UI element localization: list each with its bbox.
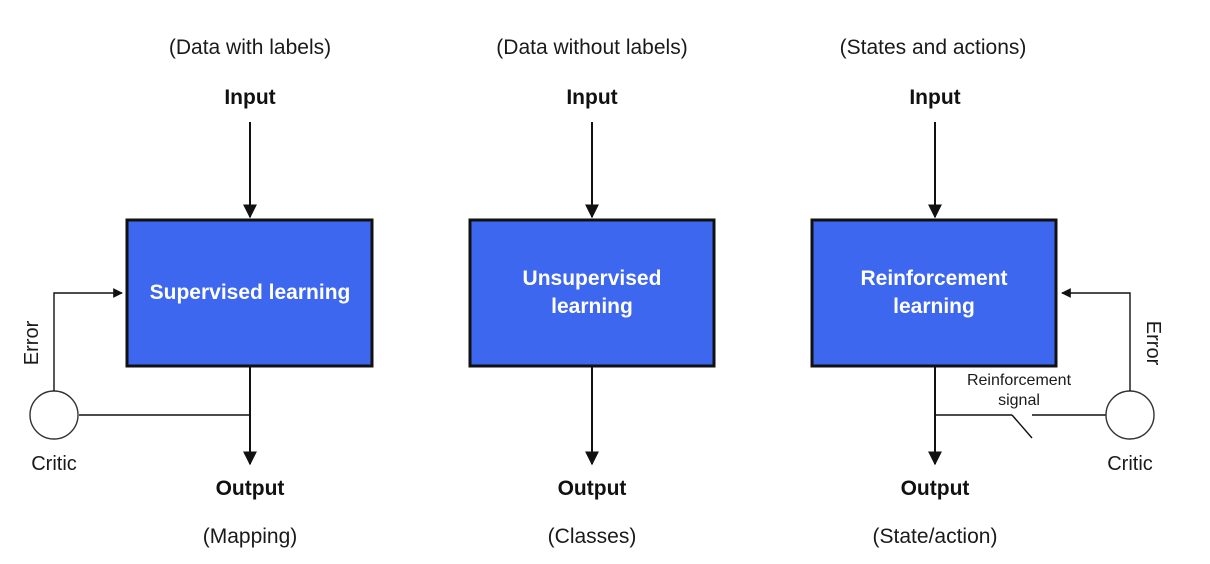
reinforcement-output-caption: (State/action)	[873, 525, 998, 548]
unsupervised-box-label-line2: learning	[551, 295, 633, 318]
reinforcement-input-label: Input	[909, 86, 960, 109]
supervised-input-label: Input	[224, 86, 275, 109]
unsupervised-input-label: Input	[566, 86, 617, 109]
supervised-critic-label: Critic	[31, 453, 77, 475]
unsupervised-learning-box	[468, 218, 716, 368]
reinforcement-learning-box	[810, 218, 1058, 368]
panel-supervised: (Data with labels) Input Supervised lear…	[21, 36, 374, 548]
reinforcement-signal-label-line2: signal	[998, 392, 1040, 409]
reinforcement-error-label: Error	[1142, 321, 1164, 366]
reinforcement-box-label-line2: learning	[893, 295, 975, 318]
reinforcement-critic-node	[1105, 390, 1155, 440]
supervised-error-feedback-line	[53, 288, 123, 391]
unsupervised-output-label: Output	[558, 477, 627, 500]
unsupervised-box-label-line1: Unsupervised	[523, 267, 662, 290]
unsupervised-output-caption: (Classes)	[548, 525, 637, 548]
reinforcement-output-label: Output	[901, 477, 970, 500]
panel-reinforcement: (States and actions) Input Reinforcement…	[810, 36, 1164, 548]
supervised-error-label: Error	[21, 320, 43, 365]
reinforcement-signal-label-line1: Reinforcement	[967, 372, 1072, 389]
reinforcement-error-feedback-line	[1061, 288, 1131, 391]
supervised-output-label: Output	[216, 477, 285, 500]
reinforcement-box-label-line1: Reinforcement	[860, 267, 1007, 290]
reinforcement-critic-label: Critic	[1107, 453, 1153, 475]
reinforcement-signal-switch	[1011, 414, 1033, 439]
panel-unsupervised: (Data without labels) Input Unsupervised…	[468, 36, 716, 548]
supervised-output-caption: (Mapping)	[203, 525, 298, 548]
supervised-caption: (Data with labels)	[169, 36, 331, 59]
unsupervised-caption: (Data without labels)	[496, 36, 687, 59]
supervised-box-label: Supervised learning	[150, 281, 351, 304]
supervised-critic-node	[29, 390, 79, 440]
reinforcement-caption: (States and actions)	[840, 36, 1027, 59]
